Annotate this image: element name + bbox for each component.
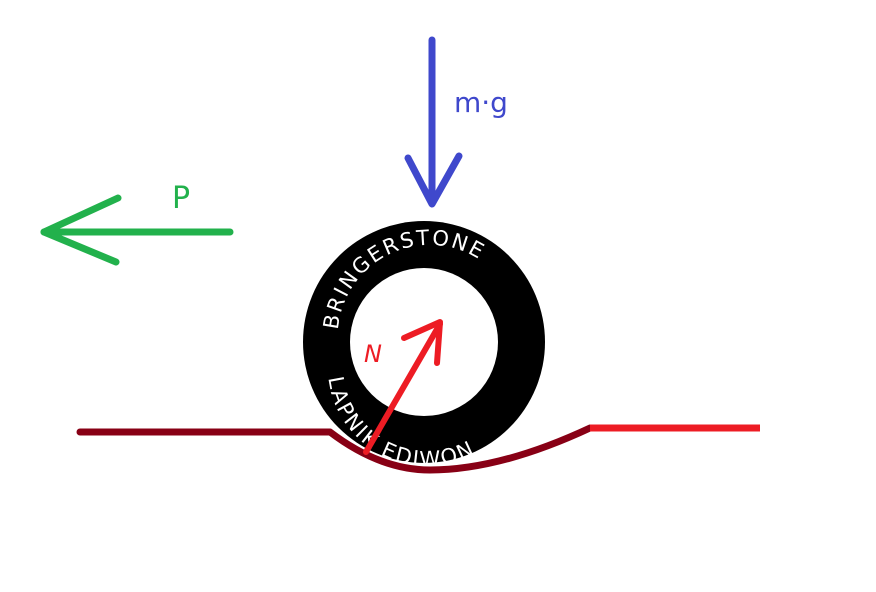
gravity-arrowhead-icon bbox=[404, 152, 463, 208]
tire-rim bbox=[350, 268, 498, 416]
push-arrowhead-icon bbox=[40, 194, 122, 266]
push-force-arrow: P bbox=[40, 181, 234, 266]
tire: BRINGERSTONE LAPNIK EDIWON bbox=[303, 221, 545, 471]
normal-force-arrow: N bbox=[363, 319, 443, 455]
normal-arrowhead-icon bbox=[401, 319, 443, 366]
gravity-force-label: m·g bbox=[454, 86, 508, 119]
push-force-label: P bbox=[172, 181, 190, 216]
road-deformed-segment bbox=[76, 424, 594, 474]
gravity-force-arrow: m·g bbox=[404, 36, 508, 208]
road bbox=[76, 424, 760, 474]
normal-force-label: N bbox=[364, 340, 382, 368]
